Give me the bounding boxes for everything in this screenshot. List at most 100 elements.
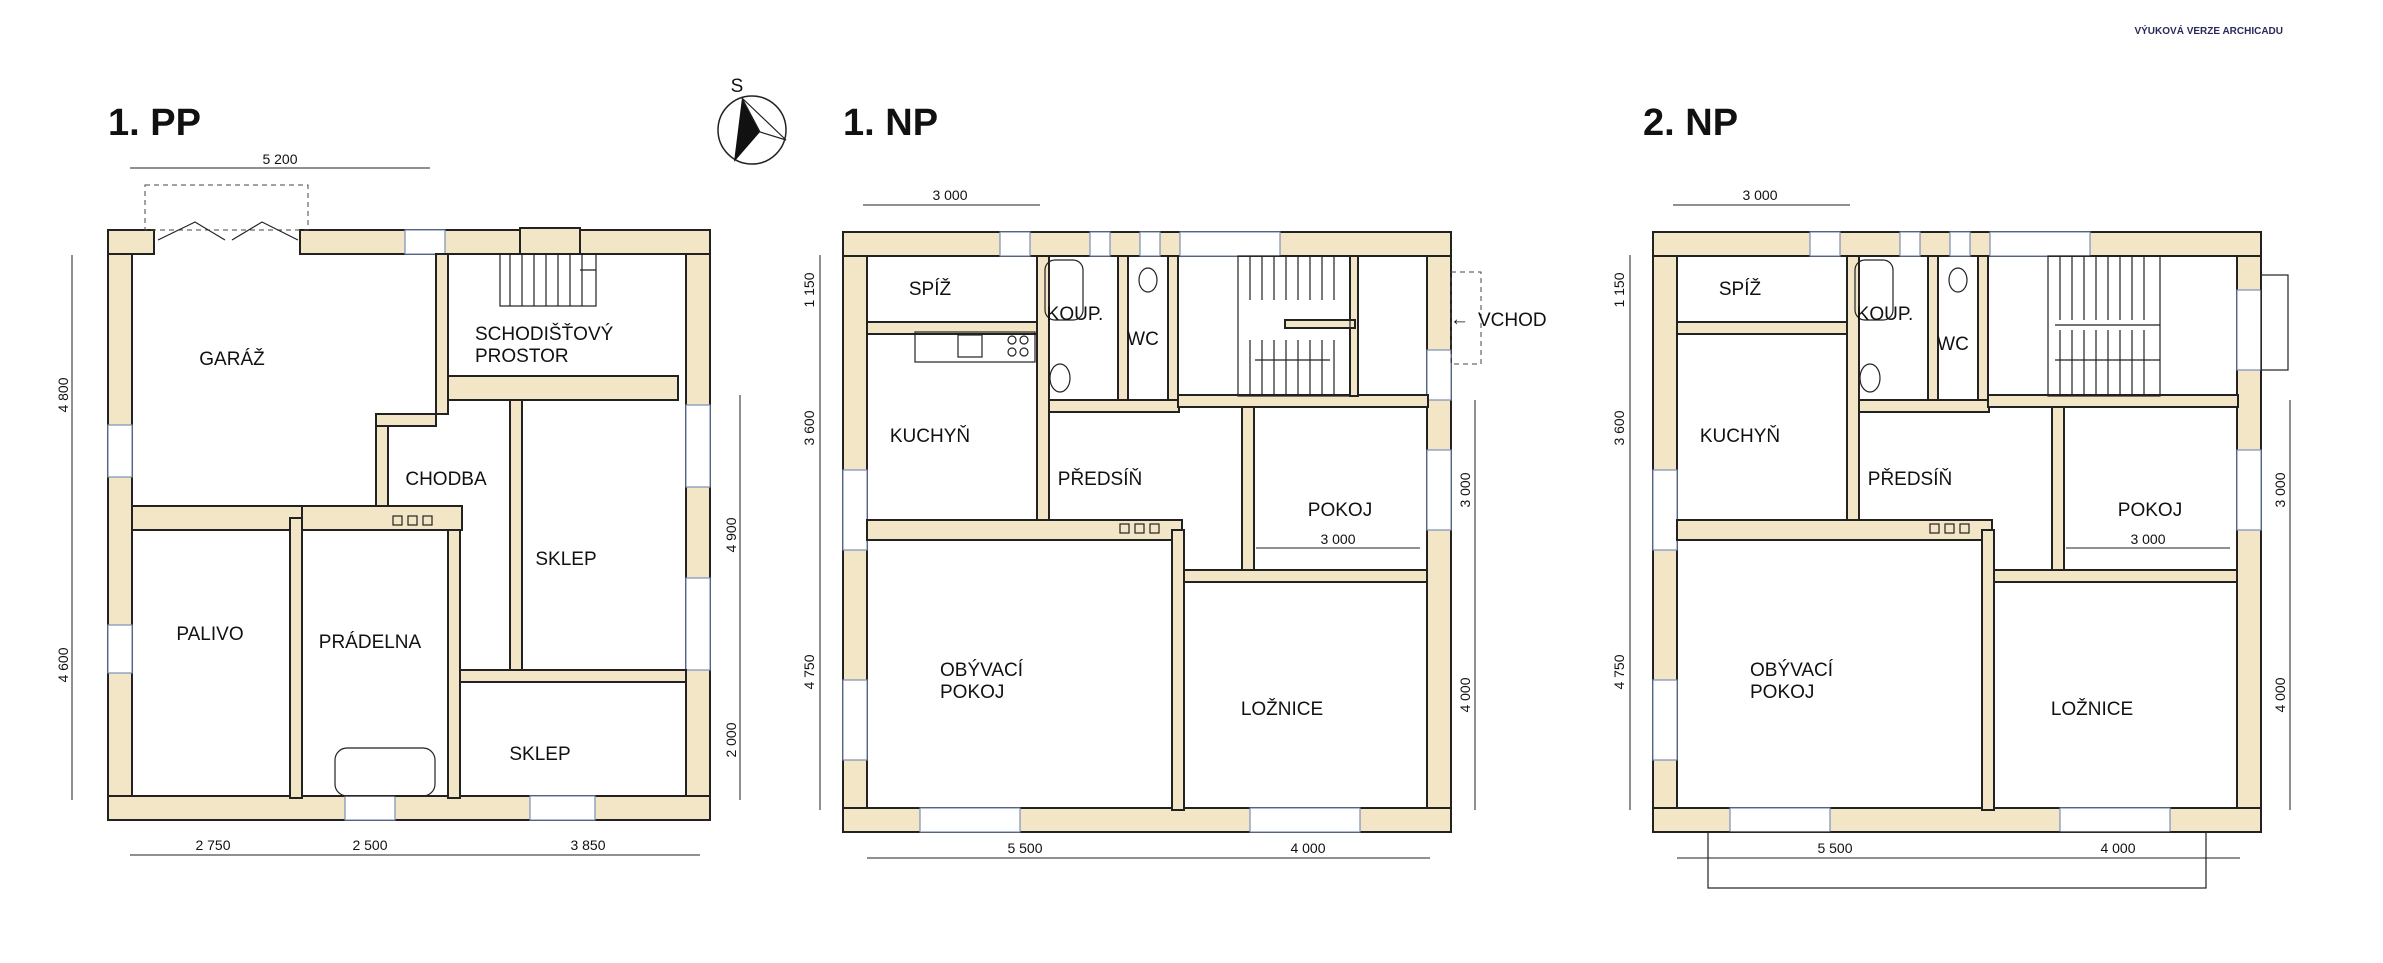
wall <box>1241 406 1255 578</box>
cooktop <box>1007 335 1029 357</box>
dim-right-1: 4 900 <box>723 517 739 552</box>
wall <box>107 229 155 255</box>
dim-left-2: 4 600 <box>55 647 71 682</box>
window <box>344 795 396 821</box>
wall <box>1846 255 1860 533</box>
wall <box>447 375 679 401</box>
wall <box>299 229 711 255</box>
balcony-side <box>2260 274 2289 371</box>
room-palivo: PALIVO <box>176 624 243 645</box>
dim-right-2: 4 000 <box>2272 677 2288 712</box>
wall <box>1981 529 1995 811</box>
dim-left-3: 4 750 <box>801 654 817 689</box>
wall <box>519 227 581 255</box>
plan-upper-floor: 2. NP <box>1611 102 2291 889</box>
entrance-arrow-icon: ← <box>1450 309 1469 330</box>
room-obyvaci-1: OBÝVACÍ <box>940 660 1024 681</box>
wall <box>685 229 711 821</box>
window <box>404 229 446 255</box>
window <box>1249 807 1361 833</box>
dim-right-1: 3 000 <box>2272 472 2288 507</box>
window <box>107 624 133 674</box>
wall <box>375 425 389 507</box>
dim-pokoj-inner: 3 000 <box>2130 531 2165 547</box>
dim-pokoj-inner: 3 000 <box>1320 531 1355 547</box>
window <box>2059 807 2171 833</box>
wall <box>1036 255 1050 533</box>
plan-title-np1: 1. NP <box>843 102 938 144</box>
wall <box>289 517 303 799</box>
wall <box>435 253 449 415</box>
dim-left-2: 3 600 <box>1611 410 1627 445</box>
dim-bottom-1: 5 500 <box>1817 840 1852 856</box>
room-sklep-2: SKLEP <box>509 744 570 765</box>
wall <box>1993 569 2238 583</box>
window <box>1899 231 1921 257</box>
window <box>1179 231 1281 257</box>
dim-left-1: 1 150 <box>1611 272 1627 307</box>
compass-label: S <box>731 76 744 97</box>
chimney <box>1929 523 1970 534</box>
plan-basement: 1. PP <box>55 102 741 856</box>
wall <box>447 529 461 799</box>
window <box>529 795 596 821</box>
bathtub <box>334 747 436 797</box>
plan-title-pp: 1. PP <box>108 102 201 144</box>
toilet <box>1948 267 1968 293</box>
room-kuchyn: KUCHYŇ <box>890 425 970 447</box>
chimney <box>1119 523 1160 534</box>
dim-bottom-3: 3 850 <box>570 837 605 853</box>
window <box>999 231 1031 257</box>
dim-left-3: 4 750 <box>1611 654 1627 689</box>
dimensions-np2: 3 000 1 150 3 600 4 750 3 000 4 000 3 00… <box>1611 187 2291 859</box>
wall <box>107 229 133 821</box>
wall <box>1167 255 1179 401</box>
room-wc: WC <box>1127 329 1159 350</box>
wall <box>1858 399 1990 413</box>
kitchen-counter <box>914 331 1036 363</box>
dim-right-2: 4 000 <box>1457 677 1473 712</box>
dim-bottom-2: 4 000 <box>1290 840 1325 856</box>
room-pradelna: PRÁDELNA <box>319 632 422 653</box>
window <box>919 807 1021 833</box>
room-pokoj: POKOJ <box>2118 500 2182 521</box>
window <box>1949 231 1971 257</box>
garage-door <box>157 221 299 241</box>
wall <box>131 505 303 531</box>
window <box>1139 231 1161 257</box>
room-pokoj: POKOJ <box>1308 500 1372 521</box>
washbasin <box>1049 363 1071 393</box>
room-chodba: CHODBA <box>405 469 487 490</box>
wall <box>107 795 711 821</box>
wall <box>1171 529 1185 811</box>
wall <box>301 505 463 531</box>
room-predsin: PŘEDSÍŇ <box>1058 468 1142 490</box>
window <box>685 404 711 488</box>
dim-right-1: 3 000 <box>1457 472 1473 507</box>
room-wc: WC <box>1937 334 1969 355</box>
bathtub <box>1044 259 1084 321</box>
dim-left-1: 1 150 <box>801 272 817 307</box>
plan-ground-floor: 1. NP ← VCHOD <box>801 102 1547 859</box>
wall <box>1987 394 2239 408</box>
entrance-label: VCHOD <box>1478 310 1547 331</box>
wall <box>2051 406 2065 578</box>
window <box>2236 289 2262 371</box>
room-loznice: LOŽNICE <box>1241 698 1323 720</box>
room-obyvaci-2: POKOJ <box>940 682 1004 703</box>
balcony <box>1707 831 2207 889</box>
wall <box>1177 394 1429 408</box>
dim-left-1: 4 800 <box>55 377 71 412</box>
room-stair-1: SCHODIŠŤOVÝ <box>475 323 614 345</box>
wall <box>459 669 687 683</box>
dim-right-2: 2 000 <box>723 722 739 757</box>
dim-top: 3 000 <box>932 187 967 203</box>
dimensions-pp: 5 200 2 750 2 500 3 850 4 800 4 600 4 90… <box>55 151 741 856</box>
wall <box>1426 231 1452 833</box>
window <box>1989 231 2091 257</box>
stairs <box>499 253 597 307</box>
window <box>1426 349 1452 401</box>
room-koup: KOUP. <box>1047 304 1104 325</box>
